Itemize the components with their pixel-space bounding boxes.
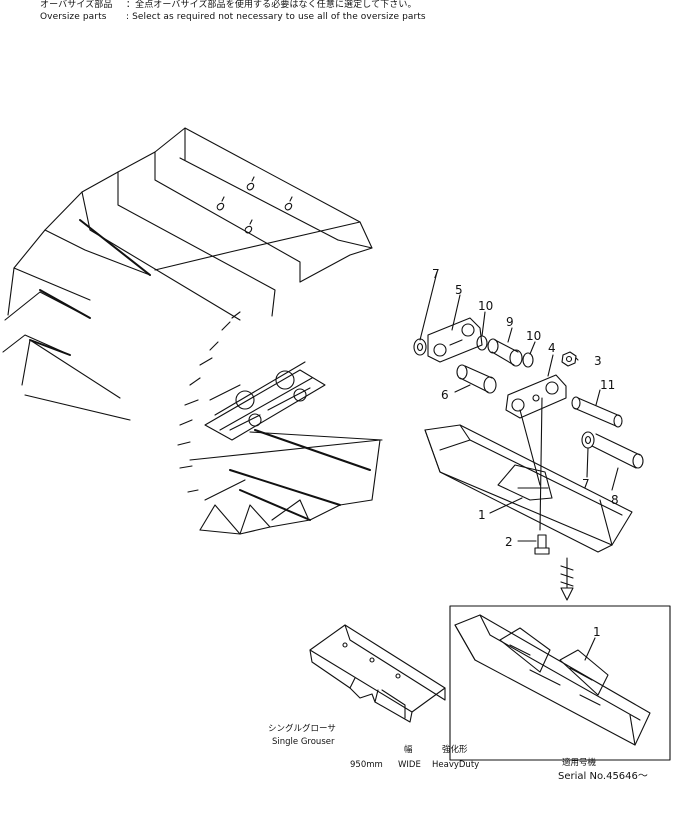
callout-11: 11 bbox=[600, 378, 615, 392]
callout-1-serial: 1 bbox=[593, 625, 601, 639]
caption-serial-jp: 適用号機 bbox=[562, 757, 597, 768]
header-label-jp: オーバサイズ部品 bbox=[40, 0, 113, 10]
callout-10-left: 10 bbox=[478, 299, 493, 313]
callout-5: 5 bbox=[455, 283, 463, 297]
single-grouser-shoe bbox=[309, 624, 446, 723]
callout-3: 3 bbox=[594, 354, 602, 368]
caption-width-jp: 幅 bbox=[404, 744, 413, 755]
caption-serial-en: Serial No.45646～ bbox=[558, 771, 648, 782]
callout-8: 8 bbox=[611, 493, 619, 507]
serial-variant-box bbox=[449, 605, 671, 761]
caption-single-grouser-jp: シングルグローサ bbox=[268, 723, 336, 734]
header-label-en: Oversize parts bbox=[40, 12, 107, 22]
exploded-link-parts bbox=[413, 271, 644, 601]
callout-1-main: 1 bbox=[478, 508, 486, 522]
track-assembly bbox=[2, 127, 383, 535]
callout-6: 6 bbox=[441, 388, 449, 402]
header-text-jp: ：全点オーバサイズ部品を使用する必要はなく任意に選定して下さい。 bbox=[126, 0, 417, 10]
caption-spec-width: 950mm bbox=[350, 760, 383, 770]
caption-single-grouser-en: Single Grouser bbox=[272, 737, 335, 747]
caption-spec-wide: WIDE bbox=[398, 760, 421, 770]
callout-7-lower: 7 bbox=[582, 477, 590, 491]
callout-2: 2 bbox=[505, 535, 513, 549]
caption-heavy-jp: 強化形 bbox=[442, 744, 468, 755]
callout-7-upper: 7 bbox=[432, 267, 440, 281]
callout-10-right: 10 bbox=[526, 329, 541, 343]
callout-9: 9 bbox=[506, 315, 514, 329]
caption-spec-heavy: HeavyDuty bbox=[432, 760, 479, 770]
header-text-en: : Select as required not necessary to us… bbox=[126, 12, 426, 22]
callout-4: 4 bbox=[548, 341, 556, 355]
